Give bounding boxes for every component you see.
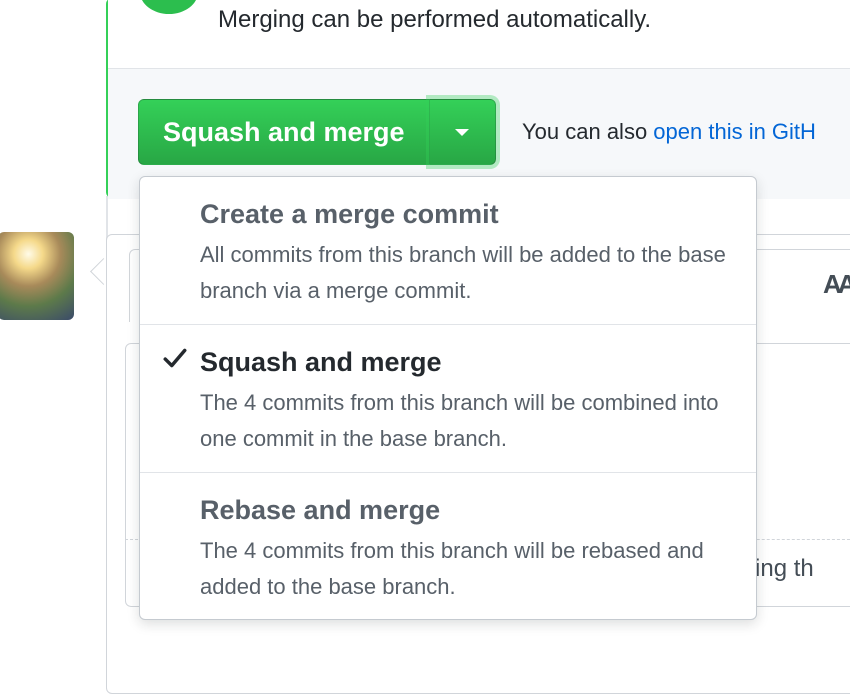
text-size-icon[interactable]: AA (823, 269, 850, 299)
open-in-desktop-text: You can also open this in GitH (522, 119, 816, 145)
merge-method-menu: Create a merge commit All commits from t… (139, 176, 757, 620)
menu-item-description: The 4 commits from this branch will be r… (200, 538, 704, 599)
check-icon (163, 348, 187, 368)
merge-button-group: Squash and merge (138, 99, 496, 165)
menu-item-description: The 4 commits from this branch will be c… (200, 390, 719, 451)
merge-method-dropdown-toggle[interactable] (429, 99, 496, 165)
menu-item-title: Squash and merge (200, 347, 442, 377)
open-in-prefix: You can also (522, 119, 654, 144)
merge-status-row: Merging can be performed automatically. (108, 0, 850, 68)
merge-status-text: Merging can be performed automatically. (218, 6, 652, 33)
menu-item-squash-and-merge[interactable]: Squash and merge The 4 commits from this… (140, 325, 756, 473)
caret-down-icon (455, 128, 470, 136)
avatar[interactable] (0, 232, 74, 320)
menu-item-title: Rebase and merge (200, 495, 441, 525)
squash-and-merge-button[interactable]: Squash and merge (138, 99, 430, 165)
merge-box: Merging can be performed automatically. … (106, 0, 850, 199)
merge-status-icon (140, 0, 198, 14)
menu-item-create-merge-commit[interactable]: Create a merge commit All commits from t… (140, 177, 756, 325)
menu-item-rebase-and-merge[interactable]: Rebase and merge The 4 commits from this… (140, 473, 756, 619)
open-in-desktop-link[interactable]: open this in GitH (653, 119, 816, 144)
menu-item-description: All commits from this branch will be add… (200, 242, 726, 303)
menu-item-title: Create a merge commit (200, 199, 499, 229)
